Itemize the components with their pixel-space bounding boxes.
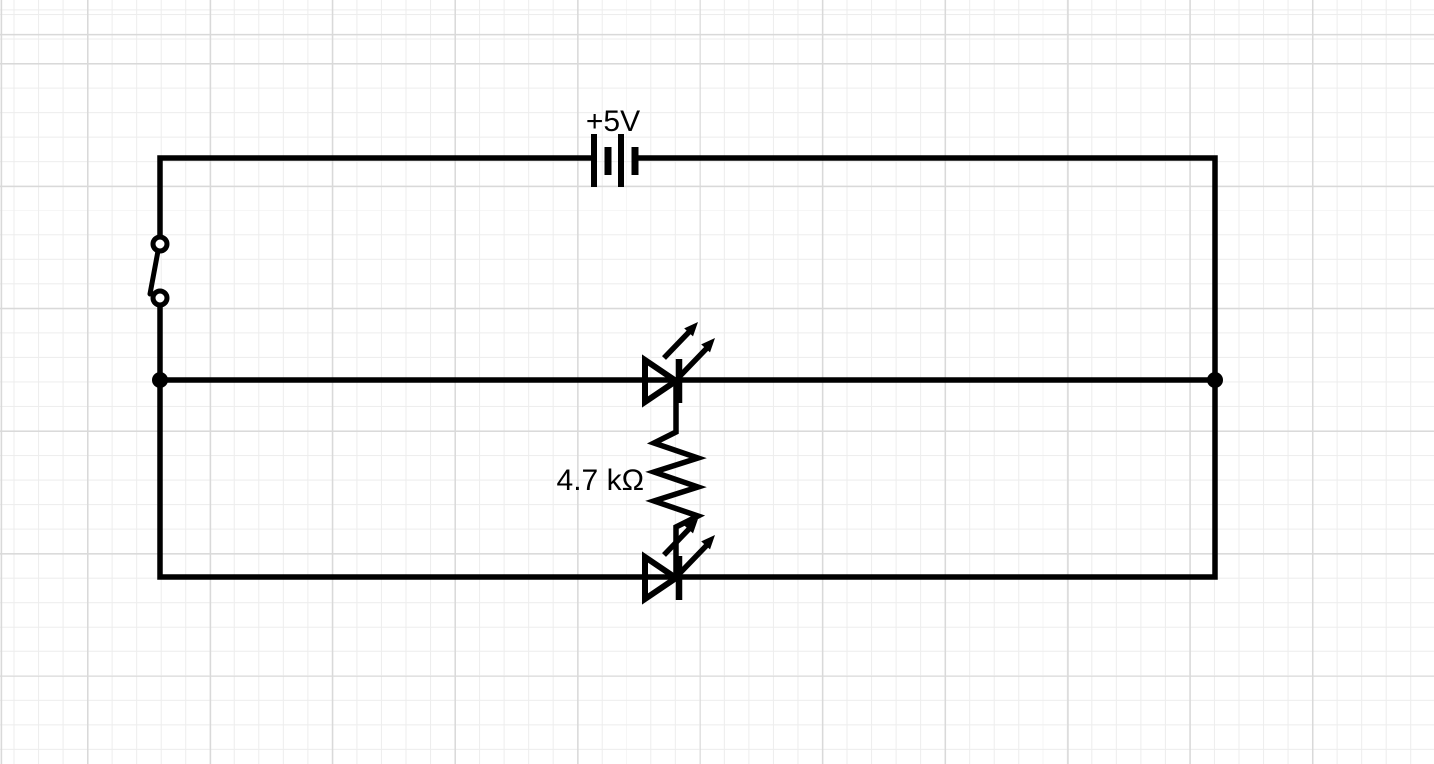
led-bottom-symbol[interactable] — [642, 519, 715, 605]
led-triangle — [642, 551, 682, 605]
switch-terminal-top — [150, 234, 170, 254]
resistor-symbol[interactable]: 4.7 kΩ — [557, 382, 707, 575]
wire-outer-loop[interactable] — [157, 155, 1218, 580]
switch-symbol[interactable] — [147, 234, 170, 308]
led-emission-arrows-icon — [662, 519, 715, 575]
wire-middle[interactable] — [152, 372, 1223, 388]
resistor-zigzag — [645, 382, 707, 575]
led-triangle — [642, 354, 682, 408]
resistor-value-label: 4.7 kΩ — [557, 464, 644, 497]
wire-bottom-right-segment — [157, 155, 1218, 580]
junction-dot-right — [1207, 372, 1223, 388]
junction-dot-left — [152, 372, 168, 388]
switch-lever — [147, 248, 161, 297]
led-top-symbol[interactable] — [642, 322, 715, 408]
battery-symbol[interactable]: +5V — [586, 105, 640, 187]
wire-top-left-segment — [157, 155, 594, 237]
switch-terminal-bottom — [150, 288, 170, 308]
battery-voltage-label: +5V — [586, 105, 640, 138]
led-emission-arrows-icon — [662, 322, 715, 378]
